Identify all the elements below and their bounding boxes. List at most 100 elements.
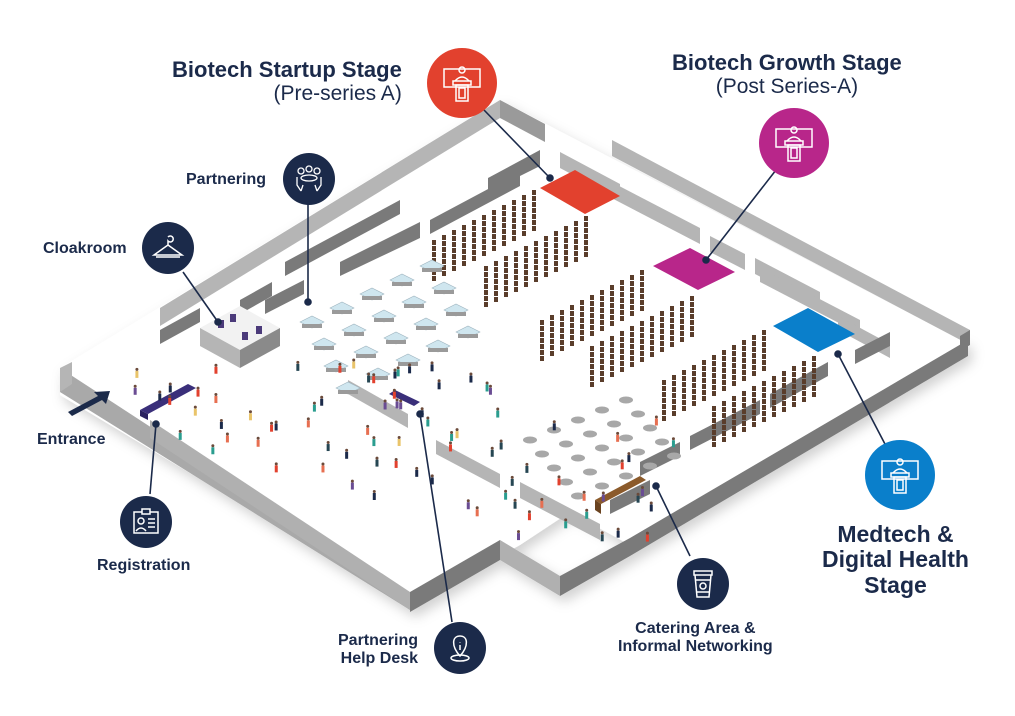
chair [660,341,664,346]
chair [640,333,644,338]
chair [574,239,578,244]
info-pin-icon [450,635,470,662]
chair [570,335,574,340]
startup-stage-platform[interactable] [540,170,620,214]
cloakroom-icon-button[interactable] [142,222,194,274]
chair [732,414,736,419]
registration-icon-button[interactable] [120,496,172,548]
person [256,439,260,447]
help-desk-icon-button[interactable] [434,622,486,674]
chair [532,226,536,231]
chair [630,344,634,349]
chair [752,410,756,415]
growth-stage-icon-button[interactable] [759,108,829,178]
chair [574,233,578,238]
chair [544,260,548,265]
chair [732,357,736,362]
chair [630,332,634,337]
chair [752,335,756,340]
chair [752,416,756,421]
chair [584,222,588,227]
chair [812,380,816,385]
chair [472,232,476,237]
chair [550,321,554,326]
chair [514,269,518,274]
chair [514,287,518,292]
chair [732,363,736,368]
chair [762,366,766,371]
person [392,391,396,399]
chair [630,299,634,304]
chair [772,406,776,411]
chair [504,256,508,261]
chair [712,436,716,441]
startup-stage-icon-button[interactable] [427,48,497,118]
chair [610,297,614,302]
chair [610,360,614,365]
chair [742,415,746,420]
chair [484,290,488,295]
growth-stage-platform[interactable] [653,248,735,290]
chair [782,389,786,394]
chair [484,296,488,301]
chair [504,274,508,279]
chair [524,258,528,263]
person [399,402,403,410]
catering-icon-button[interactable] [677,558,729,610]
growth-stage-title: Biotech Growth Stage [672,50,902,75]
chair [504,292,508,297]
chair [712,412,716,417]
chair [580,306,584,311]
chair [494,291,498,296]
person [306,420,310,428]
partnering-icon-button[interactable] [283,153,335,205]
chair [732,369,736,374]
medtech-stage-icon-button[interactable] [865,440,935,510]
chair [682,394,686,399]
round-table [547,464,561,472]
chair [570,311,574,316]
chair [680,307,684,312]
chair [682,406,686,411]
person [350,482,354,490]
chair [432,270,436,275]
chair [660,347,664,352]
entrance-label: Entrance [37,431,106,448]
person [214,396,218,404]
chair [610,342,614,347]
chair [712,379,716,384]
chair [584,234,588,239]
person [455,431,459,439]
chair [580,312,584,317]
chair [650,340,654,345]
chair [494,267,498,272]
chair [574,227,578,232]
round-table [619,472,633,480]
chair [692,383,696,388]
chair [580,300,584,305]
chair [522,207,526,212]
person [158,393,162,401]
chair [494,285,498,290]
chair [512,236,516,241]
chair [554,267,558,272]
chair [534,259,538,264]
chair [742,346,746,351]
person [540,500,544,508]
medtech-stage-platform[interactable] [773,308,855,352]
medtech-stage-line3: Stage [864,571,927,598]
chair [742,358,746,363]
chair [524,252,528,257]
chair [752,347,756,352]
chair [484,278,488,283]
chair [452,242,456,247]
chair [792,366,796,371]
person [485,384,489,392]
catering-label: Catering Area & Informal Networking [618,620,773,655]
chair [502,235,506,240]
chair [672,387,676,392]
person [133,387,137,395]
chair [432,240,436,245]
chair [522,219,526,224]
chair [462,237,466,242]
